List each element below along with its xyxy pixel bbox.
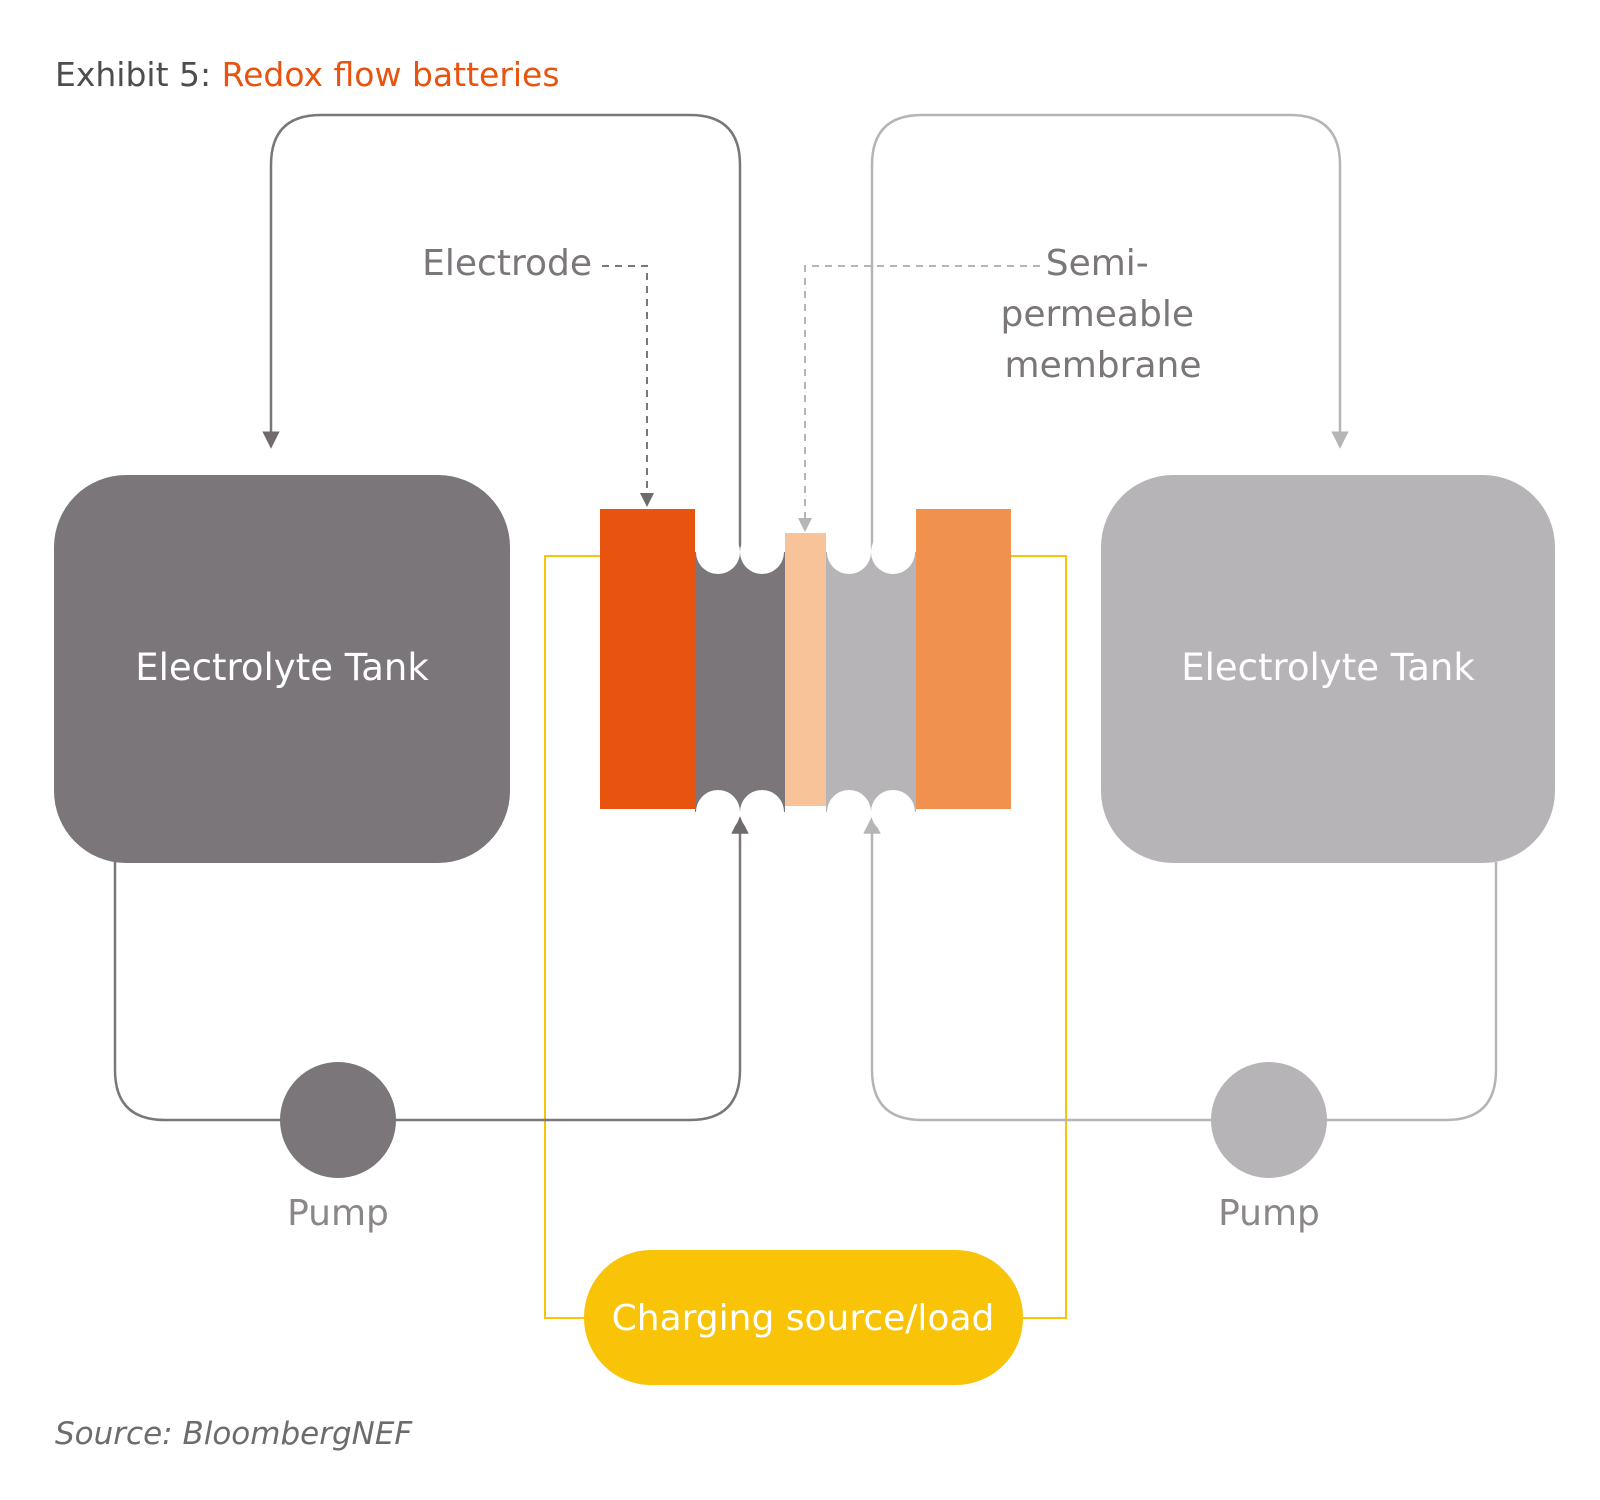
right-supply-pipe: [863, 816, 1498, 1122]
semi-permeable-membrane: [785, 533, 826, 806]
right-return-pipe: [870, 113, 1349, 552]
electrode-label: Electrode: [422, 243, 592, 284]
left-supply-pipe: [113, 816, 749, 1122]
left-pump-label: Pump: [287, 1193, 389, 1234]
exhibit-title-highlight: Redox flow batteries: [222, 55, 560, 94]
exhibit-title-prefix: Exhibit 5:: [55, 55, 222, 94]
left-charging-wire: [544, 555, 600, 1319]
cell-port-notches: [696, 530, 915, 834]
right-electrolyte-tank: [1101, 475, 1555, 863]
right-tank-label: Electrolyte Tank: [1181, 646, 1475, 689]
positive-electrolyte-channel: [826, 552, 916, 812]
left-pump: [280, 1062, 396, 1178]
source-note: Source: BloombergNEF: [55, 1416, 413, 1452]
right-pump: [1211, 1062, 1327, 1178]
positive-electrode: [916, 509, 1011, 809]
left-return-pipe: [262, 113, 742, 552]
left-tank-label: Electrolyte Tank: [135, 646, 429, 689]
charging-source-load: [584, 1250, 1023, 1385]
membrane-label-line2: permeable: [1001, 294, 1194, 335]
negative-electrode: [600, 509, 695, 809]
negative-electrolyte-channel: [695, 552, 785, 812]
membrane-label-line3: membrane: [1005, 345, 1202, 386]
charging-label: Charging source/load: [612, 1298, 995, 1339]
right-charging-wire: [1011, 555, 1067, 1319]
right-pump-label: Pump: [1218, 1193, 1320, 1234]
membrane-label-line1: Semi-: [1046, 243, 1149, 284]
membrane-label: Semi- permeable membrane: [1001, 243, 1206, 386]
exhibit-title: Exhibit 5: Redox flow batteries: [55, 55, 560, 94]
membrane-callout-line: [798, 265, 1040, 532]
left-electrolyte-tank: [54, 475, 510, 863]
electrode-callout-line: [602, 265, 654, 507]
